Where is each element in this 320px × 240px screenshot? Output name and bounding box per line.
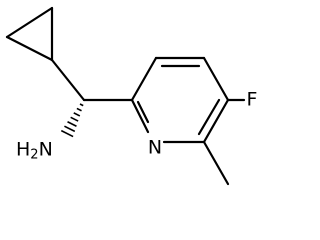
amine-subscript: 2 xyxy=(30,148,38,163)
atom-label-fluorine: F xyxy=(247,89,258,111)
atom-label-amine: H2N xyxy=(16,139,53,163)
hash-mark xyxy=(70,116,79,122)
hash-mark xyxy=(76,107,82,112)
chemical-structure-diagram: N F H2N xyxy=(5,6,258,186)
pyridine-ring xyxy=(130,56,230,144)
amine-nitrogen: N xyxy=(39,139,53,161)
bond-cyclopropyl-to-chiral-carbon xyxy=(50,58,86,102)
bond-cyclopropyl-top xyxy=(5,6,54,39)
hash-mark xyxy=(64,125,76,133)
cyclopropyl-ring xyxy=(5,6,54,62)
bond-cyclopropyl-left xyxy=(5,35,54,62)
hash-mark xyxy=(73,112,81,117)
hash-mark xyxy=(67,121,77,127)
atom-label-ring-nitrogen: N xyxy=(148,137,162,159)
bond-n-c2-double-inner xyxy=(136,100,150,124)
stereo-hashed-wedge-bond xyxy=(60,103,84,138)
hash-mark xyxy=(60,129,74,138)
bond-c2-c3 xyxy=(130,56,158,102)
bond-c5-c6-single xyxy=(202,98,230,144)
amine-hydrogen: H xyxy=(16,139,30,161)
bond-c5-c6-double-inner xyxy=(197,98,221,136)
hash-mark xyxy=(79,103,84,107)
bond-c4-c5 xyxy=(202,56,230,102)
bond-c6-to-methyl xyxy=(202,140,230,186)
bond-n-c2-single xyxy=(130,98,150,134)
